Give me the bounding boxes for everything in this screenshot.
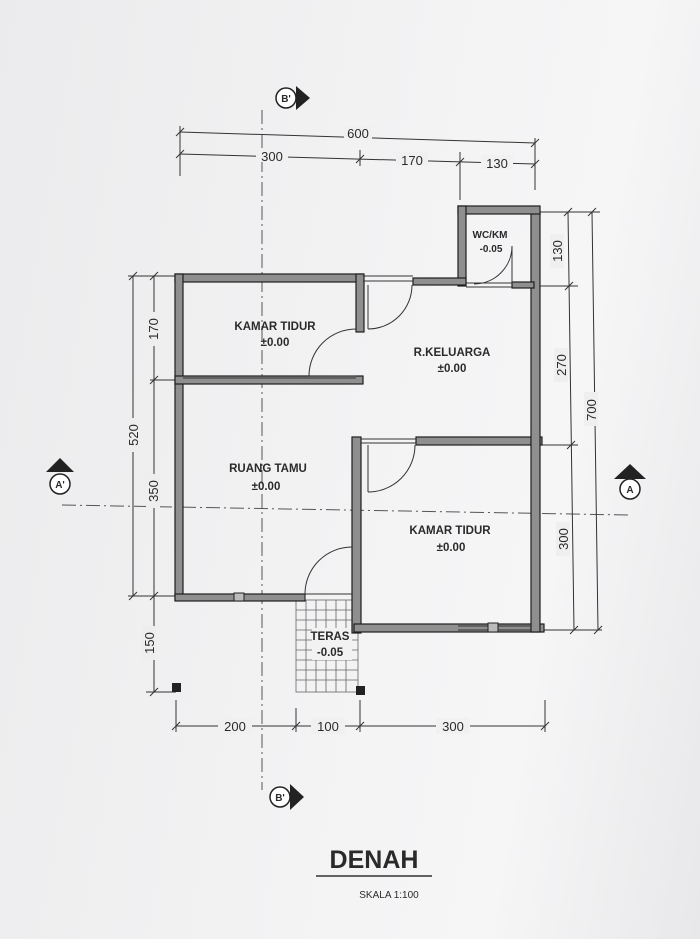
wall-top-bedroom <box>174 273 364 283</box>
room-level-kamar-tidur-1: ±0.00 <box>261 337 290 349</box>
dim-left-c: 150 <box>142 632 157 654</box>
column-left <box>172 683 181 692</box>
dim-top-c: 130 <box>486 156 508 171</box>
dim-top-total: 600 <box>347 126 369 141</box>
drawing-scale: SKALA 1:100 <box>359 890 419 901</box>
doors <box>304 245 513 595</box>
dim-left-b: 350 <box>146 480 161 502</box>
wall-bedroom-right <box>355 273 365 333</box>
wall-wc-bottom-stub <box>511 281 535 289</box>
wall-wc-top <box>457 205 541 215</box>
section-marker-b-bottom: B' <box>269 784 304 810</box>
windows <box>183 275 531 633</box>
dim-top-a: 300 <box>261 149 283 164</box>
wall-wc-left <box>457 205 467 287</box>
dim-bottom-b: 100 <box>317 719 339 734</box>
dim-right-c: 300 <box>556 528 571 550</box>
room-name-r-keluarga: R.KELUARGA <box>414 347 491 359</box>
section-line-a <box>61 504 629 516</box>
room-level-r-keluarga: ±0.00 <box>438 363 467 375</box>
walls <box>174 205 545 634</box>
dim-left-a: 170 <box>146 318 161 340</box>
section-label-b-top: B' <box>281 94 291 105</box>
drawing-title: DENAH <box>330 846 419 874</box>
dim-right-total: 700 <box>584 399 599 421</box>
section-label-a-left: A' <box>55 480 65 491</box>
dim-right-b: 270 <box>554 354 569 376</box>
room-name-kamar-tidur-2: KAMAR TIDUR <box>409 525 491 537</box>
dim-right-a: 130 <box>550 240 565 262</box>
room-name-wc-km: WC/KM <box>473 230 508 241</box>
dim-left-total: 520 <box>126 424 141 446</box>
room-level-kamar-tidur-2: ±0.00 <box>437 542 466 554</box>
room-name-teras: TERAS <box>311 631 350 643</box>
room-level-teras: -0.05 <box>317 647 344 659</box>
dim-bottom-c: 300 <box>442 719 464 734</box>
section-lines <box>61 110 629 790</box>
room-name-kamar-tidur-1: KAMAR TIDUR <box>234 321 316 333</box>
room-level-ruang-tamu: ±0.00 <box>252 481 281 493</box>
column-right <box>356 686 365 695</box>
dim-top-b: 170 <box>401 153 423 168</box>
section-marker-a-right: A <box>614 464 646 500</box>
room-level-wc-km: -0.05 <box>480 244 503 255</box>
section-marker-a-left: A' <box>46 458 74 495</box>
wall-kamar2-left <box>351 436 362 634</box>
wall-bedroom-bottom <box>174 375 364 385</box>
section-marker-b-top: B' <box>275 86 310 110</box>
wall-kamar2-bottom <box>353 623 545 633</box>
section-label-b-bottom: B' <box>275 793 285 804</box>
section-label-a-right: A <box>626 485 633 496</box>
wall-kamar2-top <box>415 436 543 446</box>
dim-bottom-a: 200 <box>224 719 246 734</box>
wall-left <box>174 273 184 601</box>
room-name-ruang-tamu: RUANG TAMU <box>229 463 307 475</box>
wall-right <box>530 211 541 633</box>
wall-kel-top <box>412 277 467 286</box>
